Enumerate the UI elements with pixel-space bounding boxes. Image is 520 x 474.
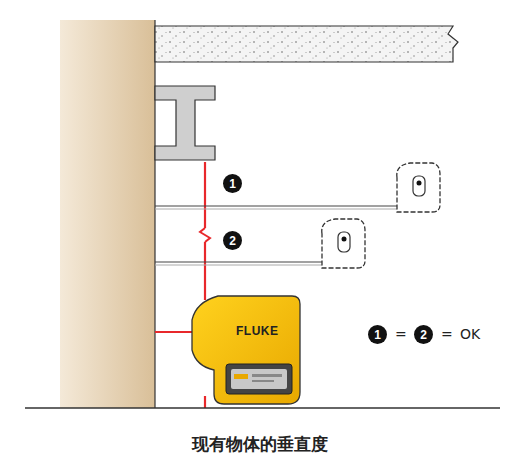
callout-number: 2	[223, 231, 242, 250]
tape-measure	[322, 219, 365, 268]
brand-logo: FLUKE	[236, 325, 279, 337]
callout-number: 1	[368, 325, 387, 344]
ceiling-slab	[155, 26, 458, 62]
equals-sign: =	[395, 327, 407, 341]
laser-line	[204, 162, 206, 228]
laser-level	[192, 296, 300, 404]
equals-sign: =	[441, 327, 453, 341]
tape-measure	[397, 163, 440, 212]
wall	[60, 20, 155, 408]
callout-number: 2	[414, 325, 433, 344]
callout-number: 1	[223, 174, 242, 193]
floor	[25, 407, 500, 408]
caption: 现有物体的垂直度	[192, 436, 328, 453]
i-beam	[155, 86, 215, 160]
ok-text: OK	[460, 327, 480, 341]
